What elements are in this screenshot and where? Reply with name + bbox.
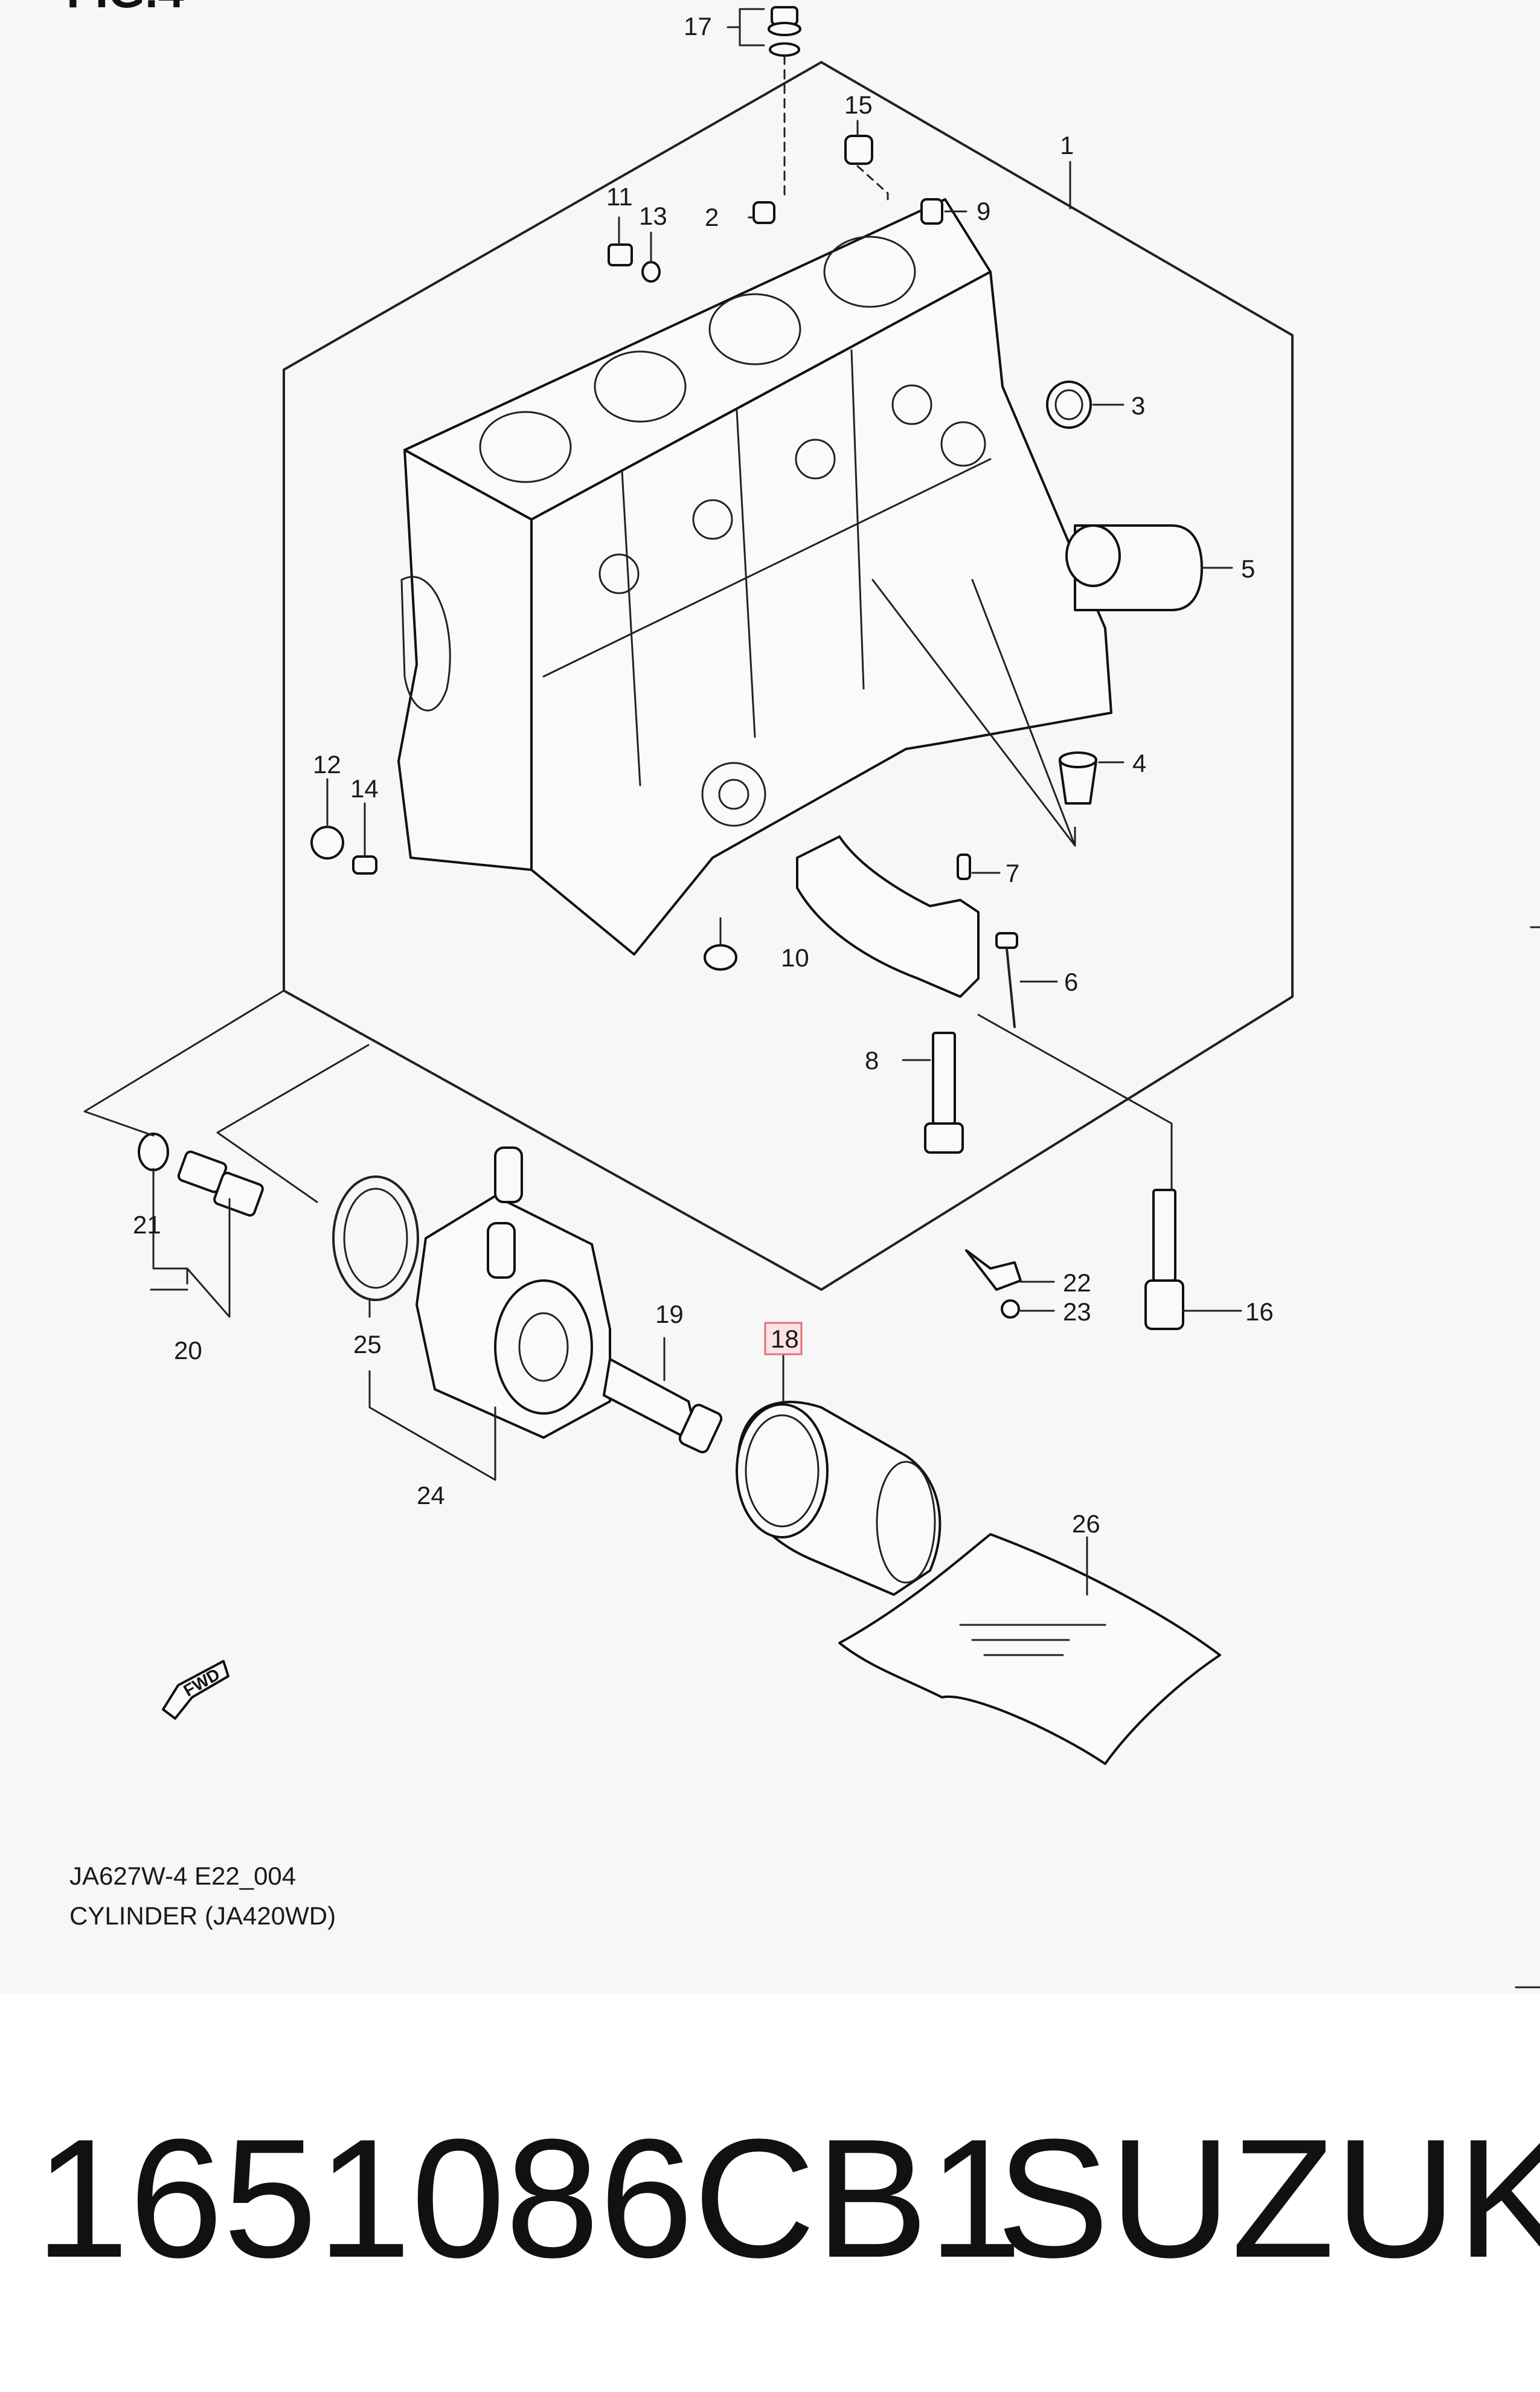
callout-20: 20 [174,1336,202,1365]
part-21-washer [138,1133,169,1171]
exploded-parts-diagram: FIG.4 [66,0,1540,1989]
product-footer [0,1993,1540,2392]
brand-name: SUZUKI [996,2104,1540,2293]
cylinder-bore-3 [708,293,801,365]
cylinder-bore-1 [479,411,572,483]
callout-11: 11 [606,182,633,211]
callout-9: 9 [977,197,990,225]
part-5-pipe [1065,524,1203,611]
callout-18: 18 [771,1325,799,1353]
part-3-seal [1046,381,1092,429]
callout-24: 24 [417,1481,445,1509]
part-18-oil-filter [736,1400,942,1596]
part-20-oil-pressure-switch [177,1150,264,1217]
fwd-label: FWD [181,1665,223,1700]
callout-5: 5 [1241,555,1255,583]
part-13-washer [641,261,661,283]
callout-8: 8 [865,1046,879,1075]
callout-26: 26 [1072,1509,1100,1538]
cylinder-bore-2 [594,350,687,423]
callout-15: 15 [844,91,873,119]
part-19-union-bolt [603,1358,723,1453]
part-25-o-ring [332,1175,419,1301]
callout-4: 4 [1132,749,1146,777]
assembly-frame [283,61,1294,1291]
callout-12: 12 [313,750,341,779]
cylinder-bore-4 [823,236,916,308]
callout-3: 3 [1131,391,1145,420]
callout-25: 25 [353,1330,382,1358]
part-26-caution-sheet [838,1533,1221,1765]
part-9-pin [920,198,943,225]
figure-title: FIG.4 [66,0,184,18]
part-7-pin [957,854,971,880]
part-10-plug [704,944,737,971]
callout-19: 19 [655,1300,684,1328]
part-6-jet [995,932,1018,1028]
part-23-bolt [1001,1299,1020,1319]
leader-lines [83,8,1242,1596]
bearing-cap [796,835,980,998]
drawing-code: JA627W-4 E22_004 [69,1862,297,1890]
callout-1: 1 [1060,131,1074,159]
diagram-caption: CYLINDER (JA420WD) [69,1902,336,1930]
part-12-plug [310,826,344,860]
callout-23: 23 [1063,1297,1091,1326]
callout-14: 14 [350,774,379,803]
callout-6: 6 [1064,968,1078,996]
part-17-plug [768,6,801,57]
part-2-plug [752,201,775,224]
callout-21: 21 [133,1210,161,1239]
callout-13: 13 [639,202,667,230]
part-8-bolt [924,1032,964,1154]
callout-7: 7 [1006,859,1019,887]
part-16-bolt [1144,1189,1184,1330]
part-11-plug [608,243,633,266]
callout-17: 17 [684,12,712,40]
part-14-pin [352,855,377,875]
part-24-oil-cooler [415,1146,611,1439]
part-22-bracket [965,1249,1022,1291]
part-number: 1651086CB1 [35,2104,1022,2293]
cylinder-block [397,198,1112,956]
callout-2: 2 [705,203,719,231]
fwd-direction-arrow: FWD [162,1660,229,1720]
callout-10: 10 [781,944,809,972]
callout-22: 22 [1063,1268,1091,1297]
callout-18-highlight[interactable]: 18 [764,1322,803,1355]
callout-16: 16 [1245,1297,1274,1326]
part-15-dowel [844,135,873,165]
